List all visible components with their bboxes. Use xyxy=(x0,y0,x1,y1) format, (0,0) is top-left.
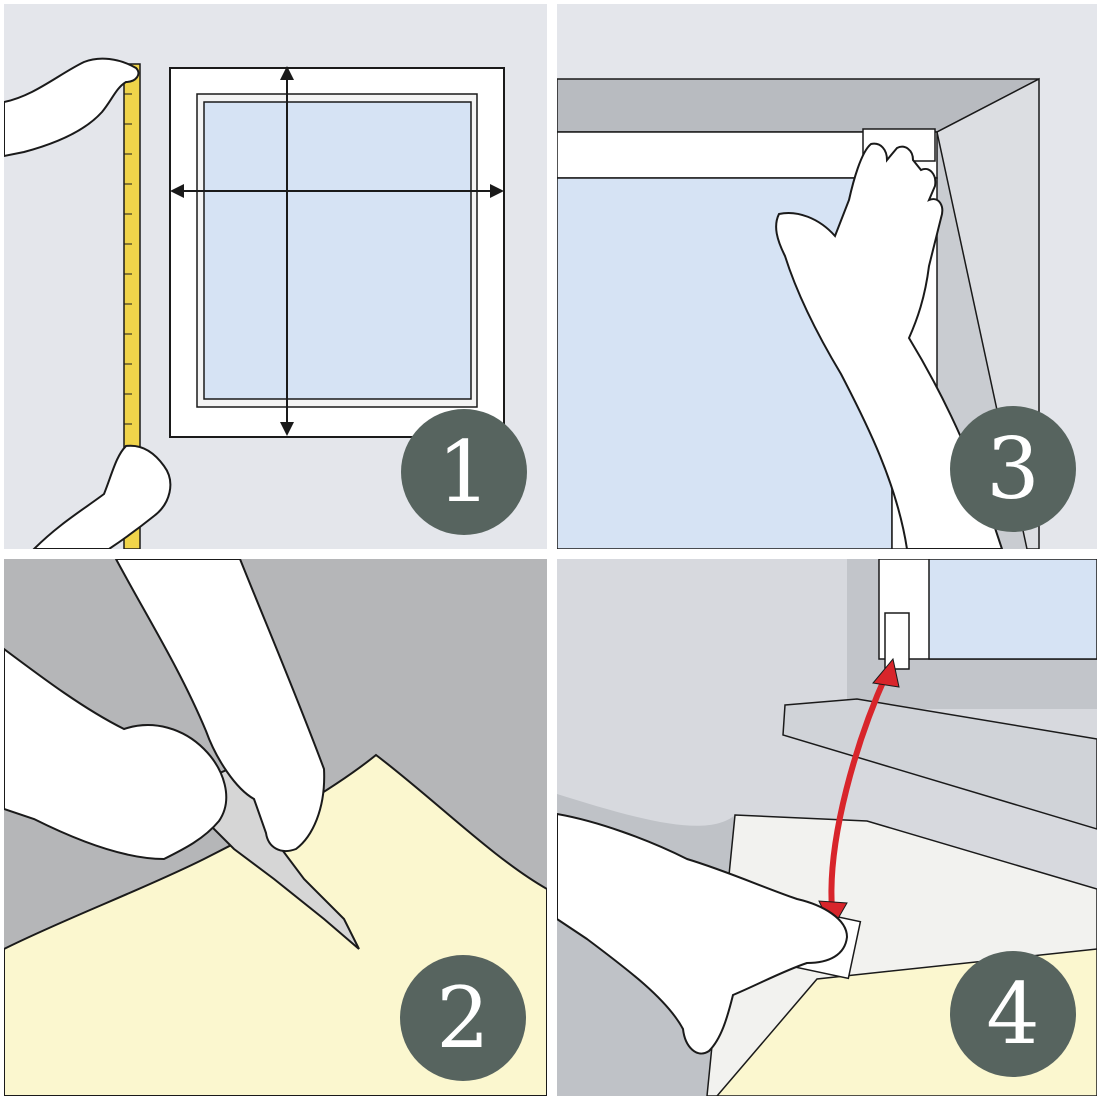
step-number-badge: 4 xyxy=(950,951,1076,1077)
alignment-arrow xyxy=(828,671,890,910)
hand xyxy=(557,812,849,1055)
right-hand xyxy=(4,647,228,861)
tape-ticks xyxy=(124,93,132,425)
step-number-badge: 2 xyxy=(400,955,526,1081)
step-number-badge: 1 xyxy=(401,409,527,535)
window-glass xyxy=(203,101,472,400)
step-number-badge: 3 xyxy=(950,406,1076,532)
step-4-panel: 4 xyxy=(557,559,1097,1096)
window-sill xyxy=(782,698,1097,830)
left-hand xyxy=(114,559,326,852)
measuring-tape xyxy=(123,63,141,549)
lower-hand xyxy=(32,444,172,549)
upper-hand xyxy=(4,57,140,158)
hand-and-arm xyxy=(775,142,1004,549)
attach-holder-illustration xyxy=(557,77,1040,549)
step-1-panel: 1 xyxy=(4,4,547,549)
step-3-panel: 3 xyxy=(557,4,1097,549)
step-2-panel: 2 xyxy=(4,559,547,1096)
window-glass xyxy=(928,559,1097,660)
upper-holder xyxy=(884,612,910,670)
measure-window-illustration xyxy=(4,57,505,549)
